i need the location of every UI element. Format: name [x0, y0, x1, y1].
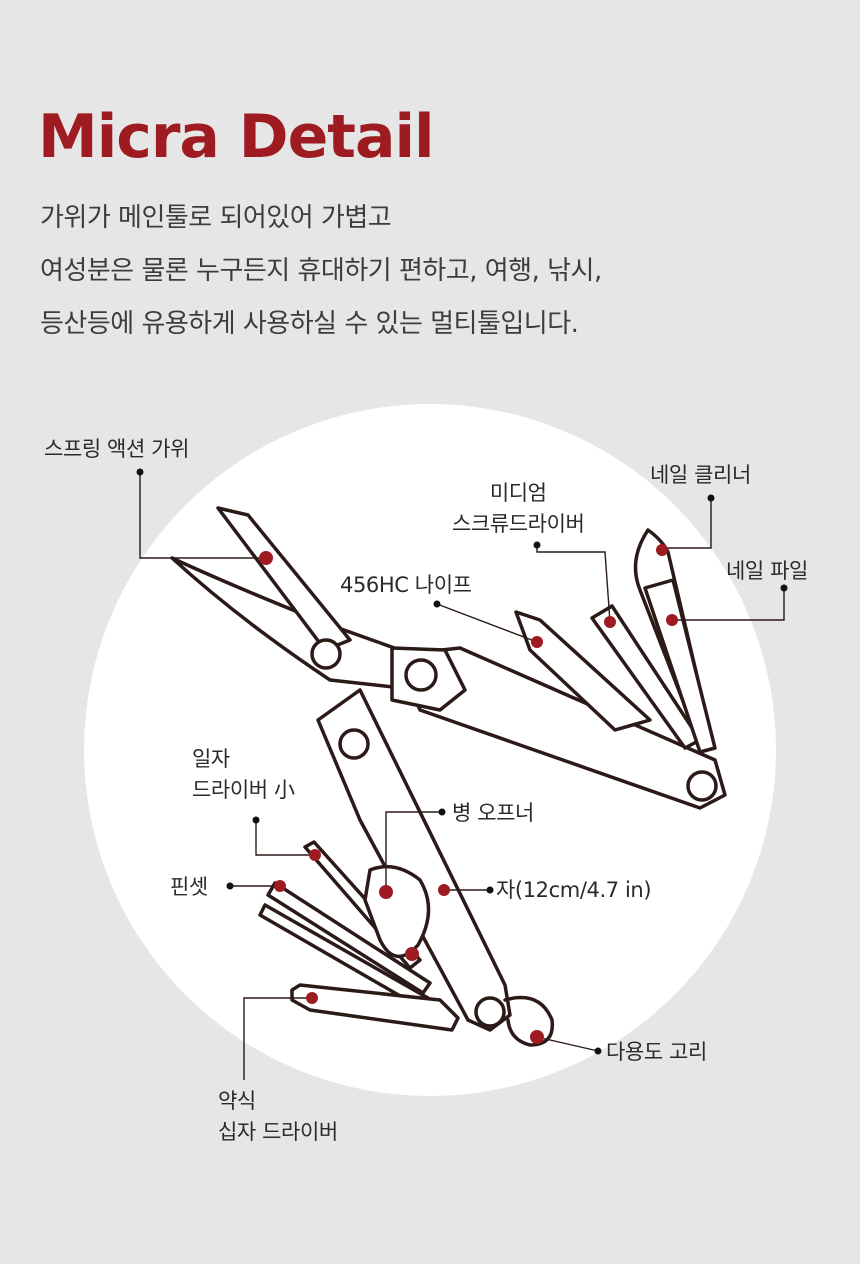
callout-dot — [780, 584, 788, 592]
keyring-illustration — [503, 995, 555, 1047]
callout-line-nail-cleaner — [662, 498, 712, 549]
callout-line-small-flat-driver — [255, 820, 315, 856]
label-medium-screwdriver: 미디엄 스크류드라이버 — [452, 481, 585, 536]
marker-tweezers — [274, 880, 286, 892]
bottom-pivot-illustration — [474, 996, 506, 1028]
scissors-upper-blade-illustration — [216, 506, 352, 652]
description: 가위가 메인툴로 되어있어 가볍고 여성분은 물론 누구든지 휴대하기 편하고,… — [40, 192, 840, 351]
marker-phillips-driver — [306, 992, 318, 1004]
main-handle-illustration — [393, 646, 727, 810]
callout-dot — [707, 494, 715, 502]
label-keyring: 다용도 고리 — [606, 1040, 707, 1064]
callout-dot — [136, 468, 144, 476]
marker-spring-scissors — [259, 551, 273, 565]
label-bottle-opener: 병 오프너 — [452, 801, 534, 825]
callout-dot — [438, 808, 446, 816]
marker-nail-cleaner — [656, 544, 668, 556]
callout-dot — [533, 541, 541, 549]
callout-line-phillips-driver — [243, 997, 312, 1080]
marker-ruler — [438, 884, 450, 896]
marker-small-flat-driver — [309, 849, 321, 861]
description-line: 가위가 메인툴로 되어있어 가볍고 — [40, 203, 392, 233]
marker-bottle-opener — [379, 885, 393, 899]
upper-pivot-illustration — [686, 770, 718, 802]
marker-bottle-opener-2 — [405, 947, 419, 961]
description-line: 등산등에 유용하게 사용하실 수 있는 멀티툴입니다. — [40, 309, 579, 339]
marker-keyring — [530, 1030, 544, 1044]
nail-file-illustration — [643, 578, 717, 754]
marker-knife — [531, 636, 543, 648]
label-nail-cleaner: 네일 클리너 — [650, 463, 751, 487]
label-small-flat-driver: 일자 드라이버 小 — [192, 747, 295, 802]
diagram-backdrop — [84, 404, 776, 1096]
callout-dot — [252, 816, 260, 824]
callout-line-spring-scissors — [139, 472, 266, 559]
label-phillips-driver: 약식 십자 드라이버 — [218, 1089, 338, 1144]
knife-illustration — [514, 610, 652, 732]
tweezers-illustration — [258, 881, 432, 1010]
label-nail-file: 네일 파일 — [726, 559, 808, 583]
phillips-driver-illustration — [290, 983, 460, 1032]
callout-dot — [226, 882, 234, 890]
scissors-pivot-illustration — [310, 638, 342, 670]
description-line: 여성분은 물론 누구든지 휴대하기 편하고, 여행, 낚시, — [40, 256, 602, 286]
page-title: Micra Detail — [38, 102, 435, 172]
main-pivot-illustration — [404, 658, 438, 692]
callout-dot — [433, 600, 441, 608]
callout-line-nail-file — [672, 588, 785, 621]
lower-pivot-illustration — [338, 728, 370, 760]
callout-line-keyring — [536, 1036, 599, 1052]
callout-line-knife — [436, 603, 538, 643]
label-spring-scissors: 스프링 액션 가위 — [44, 437, 189, 461]
marker-nail-file — [666, 614, 678, 626]
label-knife: 456HC 나이프 — [340, 573, 472, 597]
callout-dot — [594, 1047, 602, 1055]
label-tweezers: 핀셋 — [170, 875, 208, 899]
label-ruler: 자(12cm/4.7 in) — [496, 878, 652, 902]
callout-dot — [486, 886, 494, 894]
callout-line-bottle-opener — [385, 811, 442, 892]
marker-medium-screwdriver — [604, 616, 616, 628]
